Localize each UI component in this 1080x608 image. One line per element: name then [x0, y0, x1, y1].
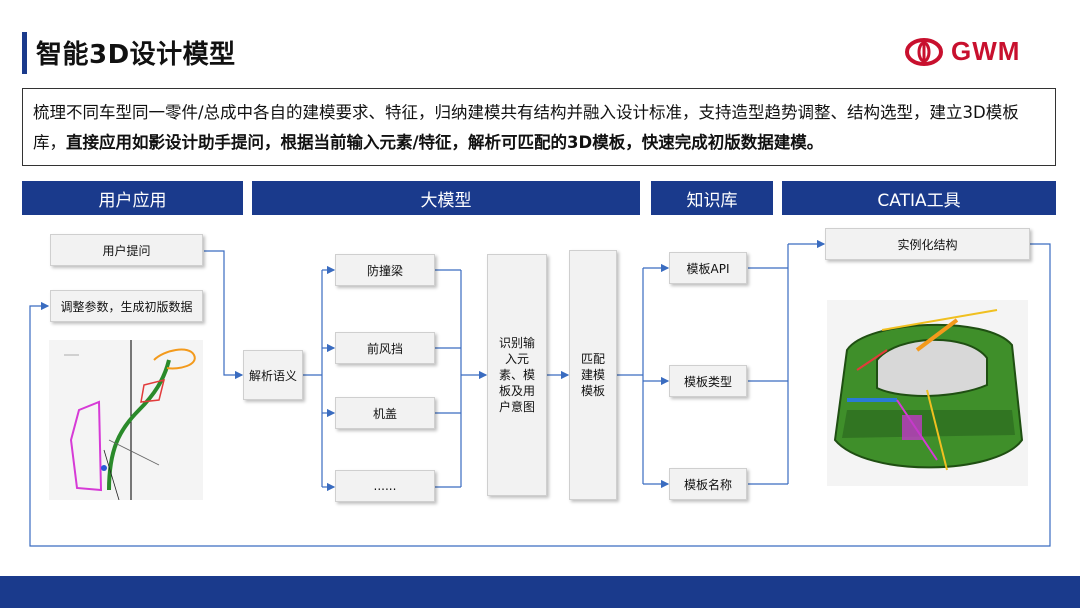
cad-tailgate-image — [827, 300, 1028, 486]
node-user-question: 用户提问 — [50, 234, 203, 266]
page-title: 智能3D设计模型 — [36, 40, 236, 70]
header-catia: CATIA工具 — [782, 181, 1056, 215]
footer-bar — [0, 576, 1080, 608]
node-identify: 识别输入元素、模板及用户意图 — [487, 254, 547, 496]
node-template-name: 模板名称 — [669, 468, 747, 500]
description-highlight: 直接应用如影设计助手提问，根据当前输入元素/特征，解析可匹配的3D模板，快速完成… — [66, 133, 824, 152]
cad-sketch-drawing — [64, 340, 196, 501]
node-part-bumper: 防撞梁 — [335, 254, 435, 286]
brand-logo: GWM — [905, 36, 1020, 67]
header-knowledge: 知识库 — [651, 181, 773, 215]
header-llm: 大模型 — [252, 181, 640, 215]
header-user-app: 用户应用 — [22, 181, 243, 215]
node-part-windshield: 前风挡 — [335, 332, 435, 364]
node-template-api: 模板API — [669, 252, 747, 284]
node-adjust-params: 调整参数，生成初版数据 — [50, 290, 203, 322]
node-part-more: ...... — [335, 470, 435, 502]
cad-tailgate-drawing — [833, 309, 1024, 471]
brand-wordmark: GWM — [951, 36, 1021, 66]
node-part-hood: 机盖 — [335, 397, 435, 429]
description-box: 梳理不同车型同一零件/总成中各自的建模要求、特征，归纳建模共有结构并融入设计标准… — [22, 88, 1056, 166]
description-text: 梳理不同车型同一零件/总成中各自的建模要求、特征，归纳建模共有结构并融入设计标准… — [33, 103, 1019, 152]
node-parse-semantics: 解析语义 — [243, 350, 303, 400]
node-template-type: 模板类型 — [669, 365, 747, 397]
node-instantiate: 实例化结构 — [825, 228, 1030, 260]
cad-sketch-image — [49, 340, 203, 501]
title-accent-bar — [22, 32, 27, 74]
node-match-template: 匹配建模模板 — [569, 250, 617, 500]
gwm-emblem-icon — [905, 37, 943, 66]
